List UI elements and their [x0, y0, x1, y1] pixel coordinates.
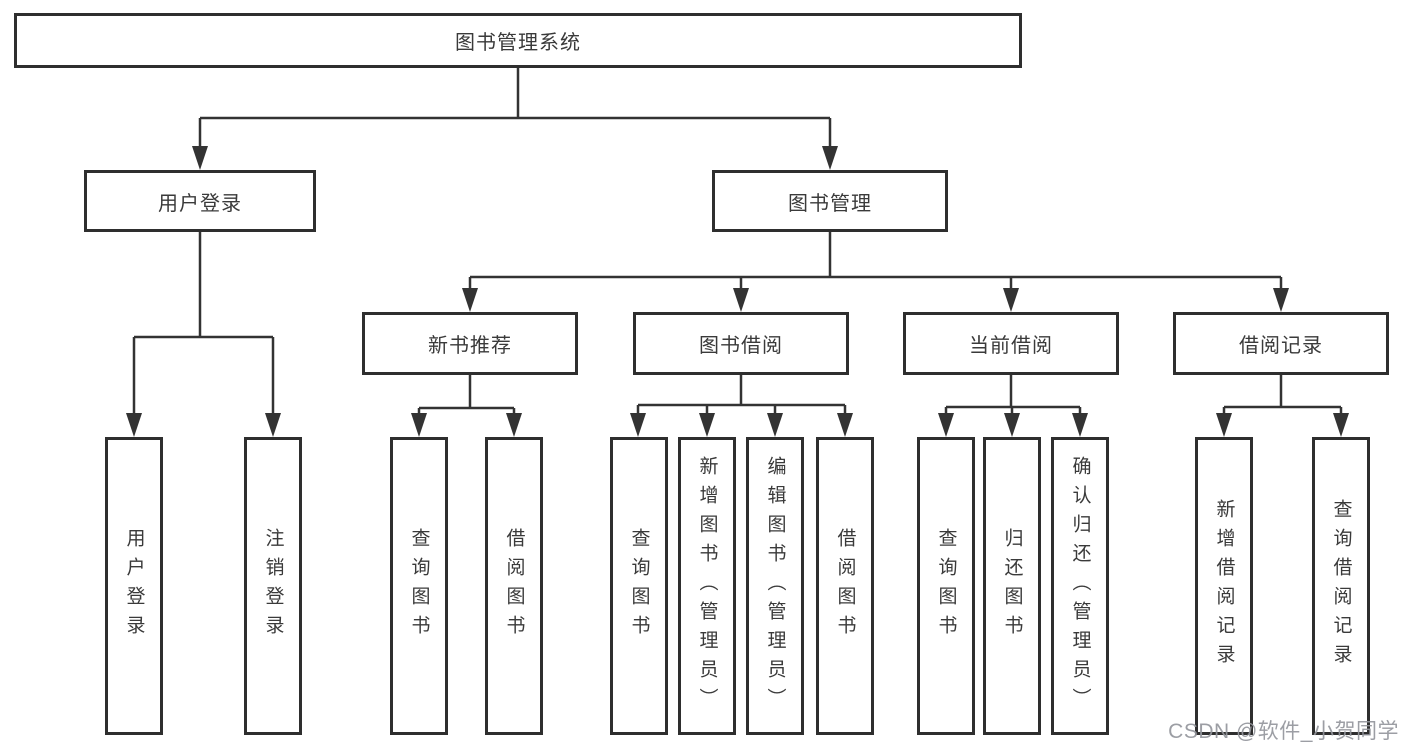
node-book-management: 图书管理	[712, 170, 948, 232]
leaf-label: 新增图书（管理员）	[696, 455, 718, 717]
node-new-book-recommendation: 新书推荐	[362, 312, 578, 375]
leaf-query-books: 查询图书	[917, 437, 975, 735]
leaf-add-books-admin: 新增图书（管理员）	[678, 437, 736, 735]
leaf-label: 借阅图书	[503, 528, 525, 644]
leaf-label: 新增借阅记录	[1213, 499, 1235, 673]
leaf-query-books: 查询图书	[390, 437, 448, 735]
leaf-borrow-books: 借阅图书	[485, 437, 543, 735]
leaf-query-borrow-record: 查询借阅记录	[1312, 437, 1370, 735]
leaf-label: 查询图书	[408, 528, 430, 644]
node-current-borrowing: 当前借阅	[903, 312, 1119, 375]
csdn-watermark: CSDN @软件_小贺同学	[1168, 720, 1399, 743]
leaf-edit-books-admin: 编辑图书（管理员）	[746, 437, 804, 735]
node-library-management-system: 图书管理系统	[14, 13, 1022, 68]
leaf-confirm-return-admin: 确认归还（管理员）	[1051, 437, 1109, 735]
leaf-user-login: 用户登录	[105, 437, 163, 735]
leaf-label: 确认归还（管理员）	[1069, 455, 1091, 717]
leaf-label: 编辑图书（管理员）	[764, 455, 786, 717]
leaf-label: 归还图书	[1001, 528, 1023, 644]
leaf-label: 查询图书	[935, 528, 957, 644]
leaf-label: 注销登录	[262, 528, 284, 644]
leaf-label: 查询图书	[628, 528, 650, 644]
node-book-borrowing: 图书借阅	[633, 312, 849, 375]
leaf-label: 查询借阅记录	[1330, 499, 1352, 673]
leaf-return-books: 归还图书	[983, 437, 1041, 735]
leaf-label: 用户登录	[123, 528, 145, 644]
leaf-query-books: 查询图书	[610, 437, 668, 735]
node-user-login: 用户登录	[84, 170, 316, 232]
leaf-label: 借阅图书	[834, 528, 856, 644]
leaf-logout: 注销登录	[244, 437, 302, 735]
node-borrowing-records: 借阅记录	[1173, 312, 1389, 375]
leaf-add-borrow-record: 新增借阅记录	[1195, 437, 1253, 735]
leaf-borrow-books: 借阅图书	[816, 437, 874, 735]
